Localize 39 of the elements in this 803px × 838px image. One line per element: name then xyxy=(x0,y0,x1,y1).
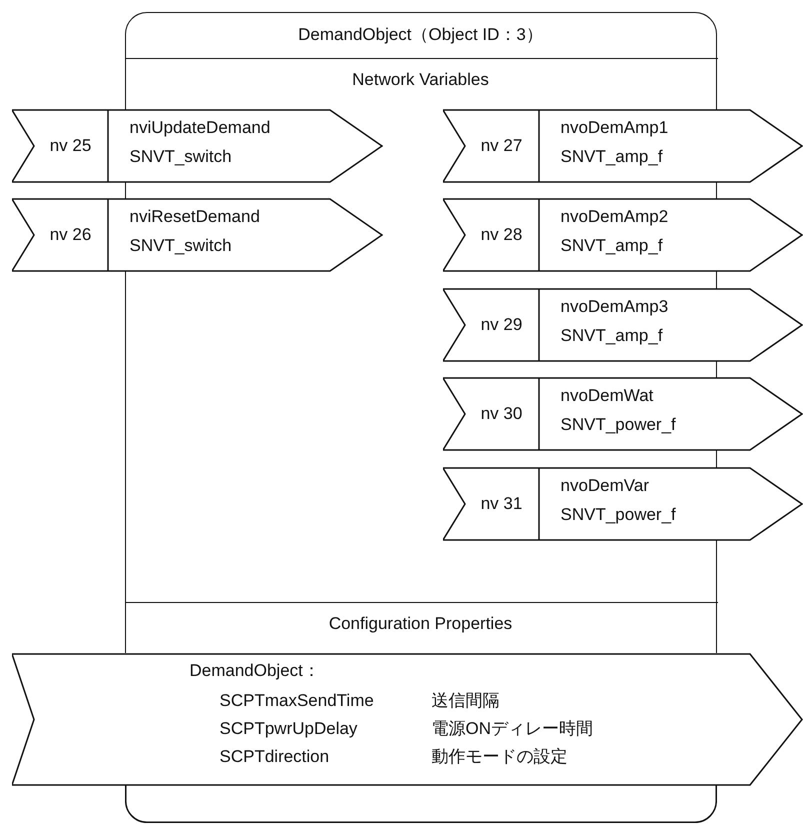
network-variable-pennant xyxy=(12,198,382,272)
property-name: SCPTpwrUpDelay xyxy=(220,718,358,738)
nv-number: nv 31 xyxy=(480,494,524,514)
network-variable-pennant xyxy=(442,288,802,362)
nv-number: nv 25 xyxy=(48,136,92,156)
variable-name: nvoDemVar xyxy=(560,476,649,496)
variable-type: SNVT_amp_f xyxy=(560,146,663,166)
property-description: 電源ONディレー時間 xyxy=(432,718,593,738)
nv-number: nv 29 xyxy=(480,314,524,334)
property-description: 動作モードの設定 xyxy=(432,746,568,766)
network-variable-pennant xyxy=(442,376,802,450)
variable-type: SNVT_amp_f xyxy=(560,326,663,346)
nv-number: nv 28 xyxy=(480,224,524,244)
network-variable-pennant xyxy=(442,466,802,540)
variable-type: SNVT_power_f xyxy=(560,504,676,524)
nv-number: nv 30 xyxy=(480,404,524,424)
network-variable-pennant xyxy=(12,108,382,182)
variable-name: nviUpdateDemand xyxy=(130,118,270,138)
variable-type: SNVT_power_f xyxy=(560,414,676,434)
property-description: 送信間隔 xyxy=(432,690,500,710)
variable-type: SNVT_switch xyxy=(130,236,232,256)
section-heading: Configuration Properties xyxy=(328,614,514,634)
nv-number: nv 27 xyxy=(480,136,524,156)
variable-type: SNVT_amp_f xyxy=(560,236,663,256)
variable-name: nvoDemAmp1 xyxy=(560,118,668,138)
network-variable-pennant xyxy=(442,108,802,182)
variable-name: nvoDemAmp2 xyxy=(560,206,668,226)
block-title: DemandObject（Object ID：3） xyxy=(297,25,544,45)
section-heading: Network Variables xyxy=(351,70,490,90)
variable-type: SNVT_switch xyxy=(130,146,232,166)
object-name: DemandObject： xyxy=(190,660,320,680)
variable-name: nvoDemWat xyxy=(560,386,654,406)
variable-name: nvoDemAmp3 xyxy=(560,296,668,316)
property-name: SCPTdirection xyxy=(220,746,330,766)
nv-number: nv 26 xyxy=(48,224,92,244)
variable-name: nviResetDemand xyxy=(130,206,260,226)
network-variable-pennant xyxy=(442,198,802,272)
property-name: SCPTmaxSendTime xyxy=(220,690,374,710)
configuration-property-pennant xyxy=(12,652,802,786)
